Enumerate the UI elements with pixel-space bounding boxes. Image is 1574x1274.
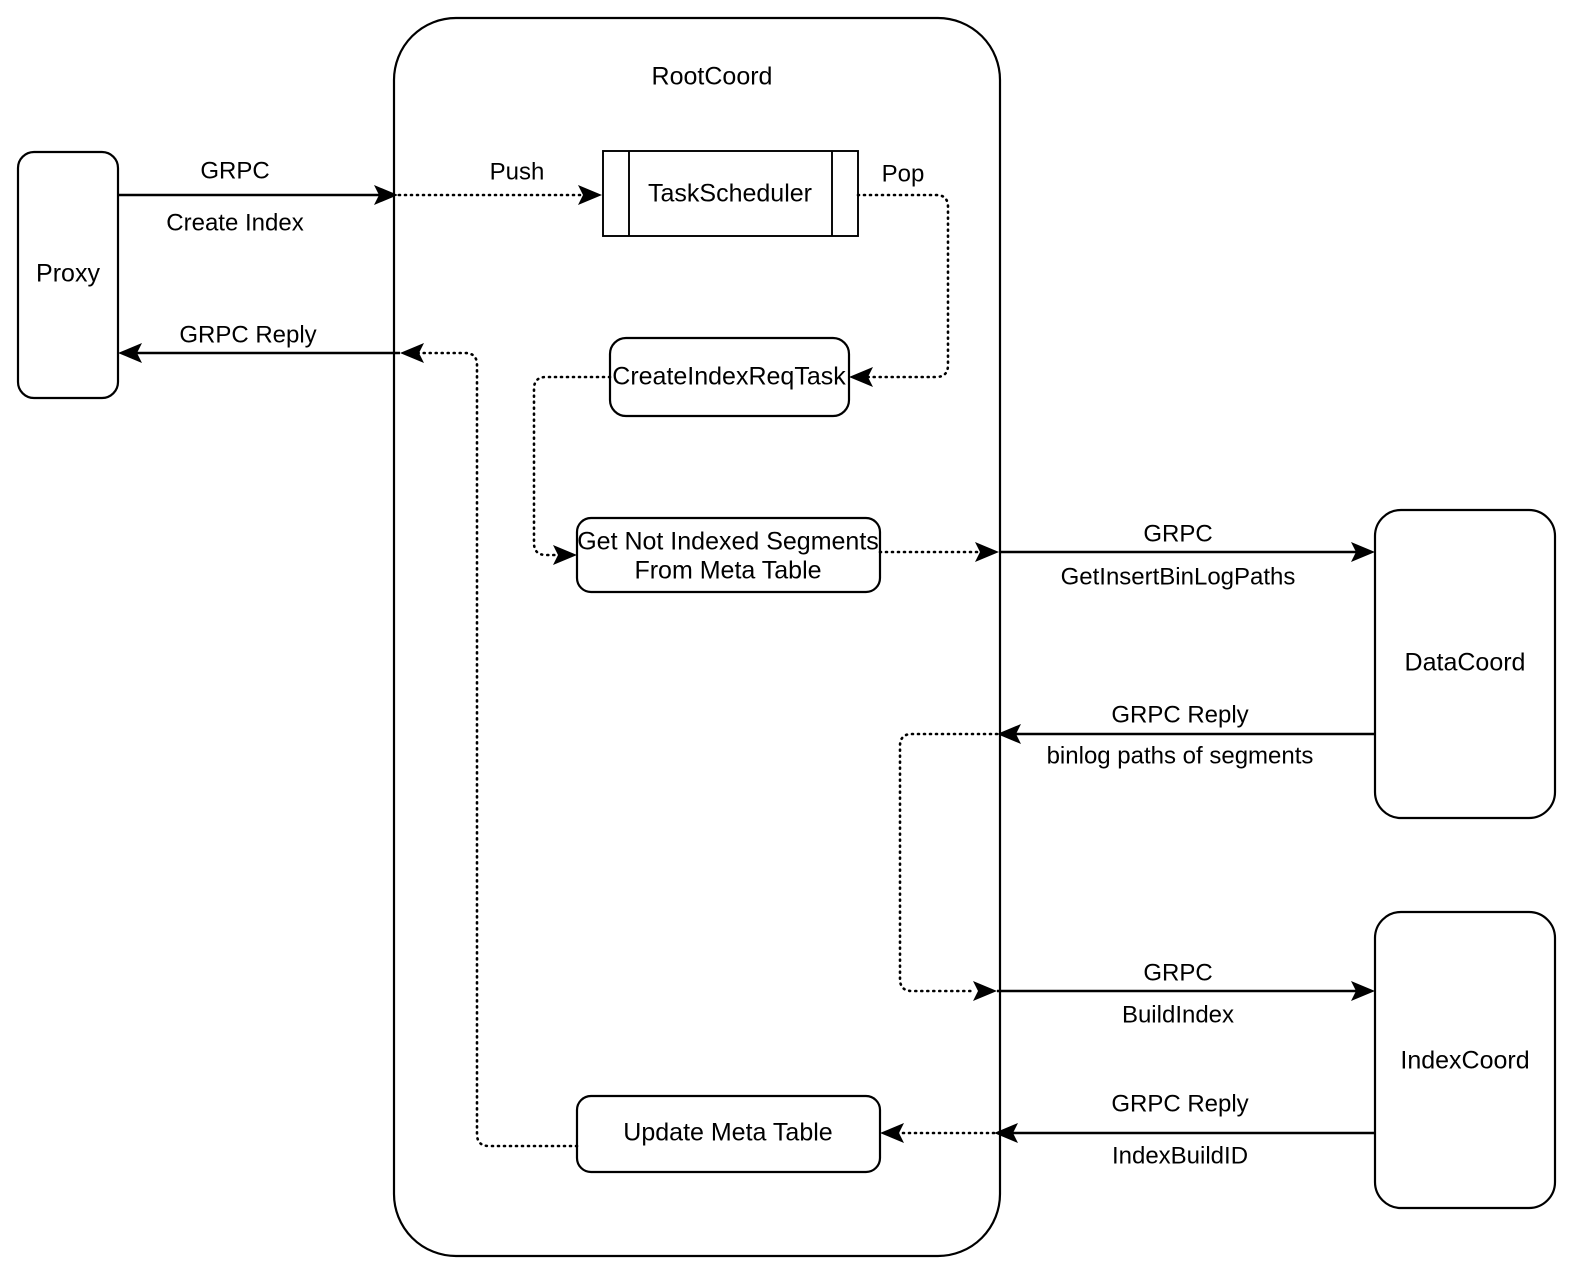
pop-arrowhead bbox=[849, 367, 873, 387]
node-get-not-indexed-segments[interactable]: Get Not Indexed Segments From Meta Table bbox=[575, 516, 882, 594]
edge-label-grpc-datacoord: GRPC bbox=[1143, 520, 1212, 547]
edge-push-to-task-scheduler: Push bbox=[397, 158, 602, 205]
edge-label-index-build-id: IndexBuildID bbox=[1112, 1142, 1248, 1169]
edge-label-grpc-reply-datacoord: GRPC Reply bbox=[1111, 701, 1248, 728]
create-index-req-task-to-get-segments-path bbox=[532, 375, 612, 557]
rootcoord-to-proxy-arrowhead bbox=[118, 343, 142, 363]
edge-rootcoord-to-indexcoord: GRPC BuildIndex bbox=[997, 959, 1375, 1028]
datacoord-to-rootcoord-arrowhead bbox=[997, 724, 1021, 744]
edge-label-pop: Pop bbox=[882, 160, 925, 187]
datacoord-box bbox=[1373, 508, 1557, 820]
task-scheduler-label: TaskScheduler bbox=[648, 180, 812, 208]
edge-indexcoord-to-rootcoord: GRPC Reply IndexBuildID bbox=[994, 1090, 1375, 1169]
boundary-to-update-meta-table-arrowhead bbox=[880, 1123, 904, 1143]
internal-binlog-to-buildindex-path bbox=[898, 732, 999, 993]
indexcoord-box bbox=[1373, 910, 1557, 1210]
container-rootcoord[interactable]: RootCoord bbox=[392, 16, 1002, 1258]
proxy-box bbox=[16, 150, 120, 400]
edge-pop-to-create-index-req-task: Pop bbox=[849, 160, 950, 387]
edge-label-create-index: Create Index bbox=[166, 209, 303, 236]
task-scheduler-box bbox=[602, 150, 859, 237]
rootcoord-label: RootCoord bbox=[652, 63, 773, 91]
edge-boundary-to-update-meta-table bbox=[880, 1123, 996, 1143]
get-not-indexed-segments-label-line1: Get Not Indexed Segments bbox=[577, 528, 879, 556]
node-proxy[interactable]: Proxy bbox=[16, 150, 120, 400]
edge-create-index-req-task-to-get-segments bbox=[532, 375, 612, 565]
pop-path bbox=[856, 193, 950, 379]
update-meta-table-label: Update Meta Table bbox=[623, 1119, 832, 1147]
node-update-meta-table[interactable]: Update Meta Table bbox=[575, 1094, 882, 1174]
edge-label-grpc-request: GRPC bbox=[200, 157, 269, 184]
edge-datacoord-to-rootcoord: GRPC Reply binlog paths of segments bbox=[997, 701, 1375, 769]
edge-label-get-insert-binlog-paths: GetInsertBinLogPaths bbox=[1061, 563, 1296, 590]
update-meta-table-to-grpc-reply-path bbox=[412, 351, 579, 1148]
edge-label-binlog-paths: binlog paths of segments bbox=[1047, 742, 1314, 769]
get-not-indexed-segments-label-line2: From Meta Table bbox=[634, 557, 821, 585]
create-index-req-task-to-get-segments-arrowhead bbox=[553, 545, 577, 565]
datacoord-label: DataCoord bbox=[1405, 649, 1526, 677]
edge-rootcoord-to-datacoord: GRPC GetInsertBinLogPaths bbox=[999, 520, 1375, 590]
edge-label-grpc-indexcoord: GRPC bbox=[1143, 959, 1212, 986]
edge-label-build-index: BuildIndex bbox=[1122, 1001, 1234, 1028]
node-create-index-req-task[interactable]: CreateIndexReqTask bbox=[608, 336, 851, 418]
edge-label-push: Push bbox=[490, 158, 545, 185]
indexcoord-to-rootcoord-arrowhead bbox=[994, 1123, 1018, 1143]
update-meta-table-to-grpc-reply-arrowhead bbox=[400, 343, 424, 363]
edge-proxy-to-rootcoord: GRPC Create Index bbox=[118, 157, 398, 236]
proxy-label: Proxy bbox=[36, 260, 100, 288]
edge-internal-binlog-to-buildindex bbox=[898, 732, 999, 1001]
create-index-req-task-label: CreateIndexReqTask bbox=[612, 363, 846, 391]
indexcoord-label: IndexCoord bbox=[1400, 1047, 1529, 1075]
internal-binlog-to-buildindex-arrowhead bbox=[973, 981, 997, 1001]
proxy-to-rootcoord-arrowhead bbox=[374, 185, 398, 205]
edge-rootcoord-to-proxy: GRPC Reply bbox=[118, 321, 400, 363]
push-arrowhead bbox=[578, 185, 602, 205]
edge-label-grpc-reply-proxy: GRPC Reply bbox=[179, 321, 316, 348]
update-meta-table-box bbox=[575, 1094, 882, 1174]
node-datacoord[interactable]: DataCoord bbox=[1373, 508, 1557, 820]
edge-update-meta-table-to-grpc-reply bbox=[400, 343, 579, 1148]
rootcoord-boundary bbox=[392, 16, 1002, 1258]
node-task-scheduler[interactable]: TaskScheduler bbox=[602, 150, 859, 237]
rootcoord-to-indexcoord-arrowhead bbox=[1351, 981, 1375, 1001]
node-indexcoord[interactable]: IndexCoord bbox=[1373, 910, 1557, 1210]
edge-get-segments-to-boundary bbox=[878, 542, 999, 562]
rootcoord-to-datacoord-arrowhead bbox=[1351, 542, 1375, 562]
get-segments-to-boundary-arrowhead bbox=[975, 542, 999, 562]
edge-label-grpc-reply-indexcoord: GRPC Reply bbox=[1111, 1090, 1248, 1117]
